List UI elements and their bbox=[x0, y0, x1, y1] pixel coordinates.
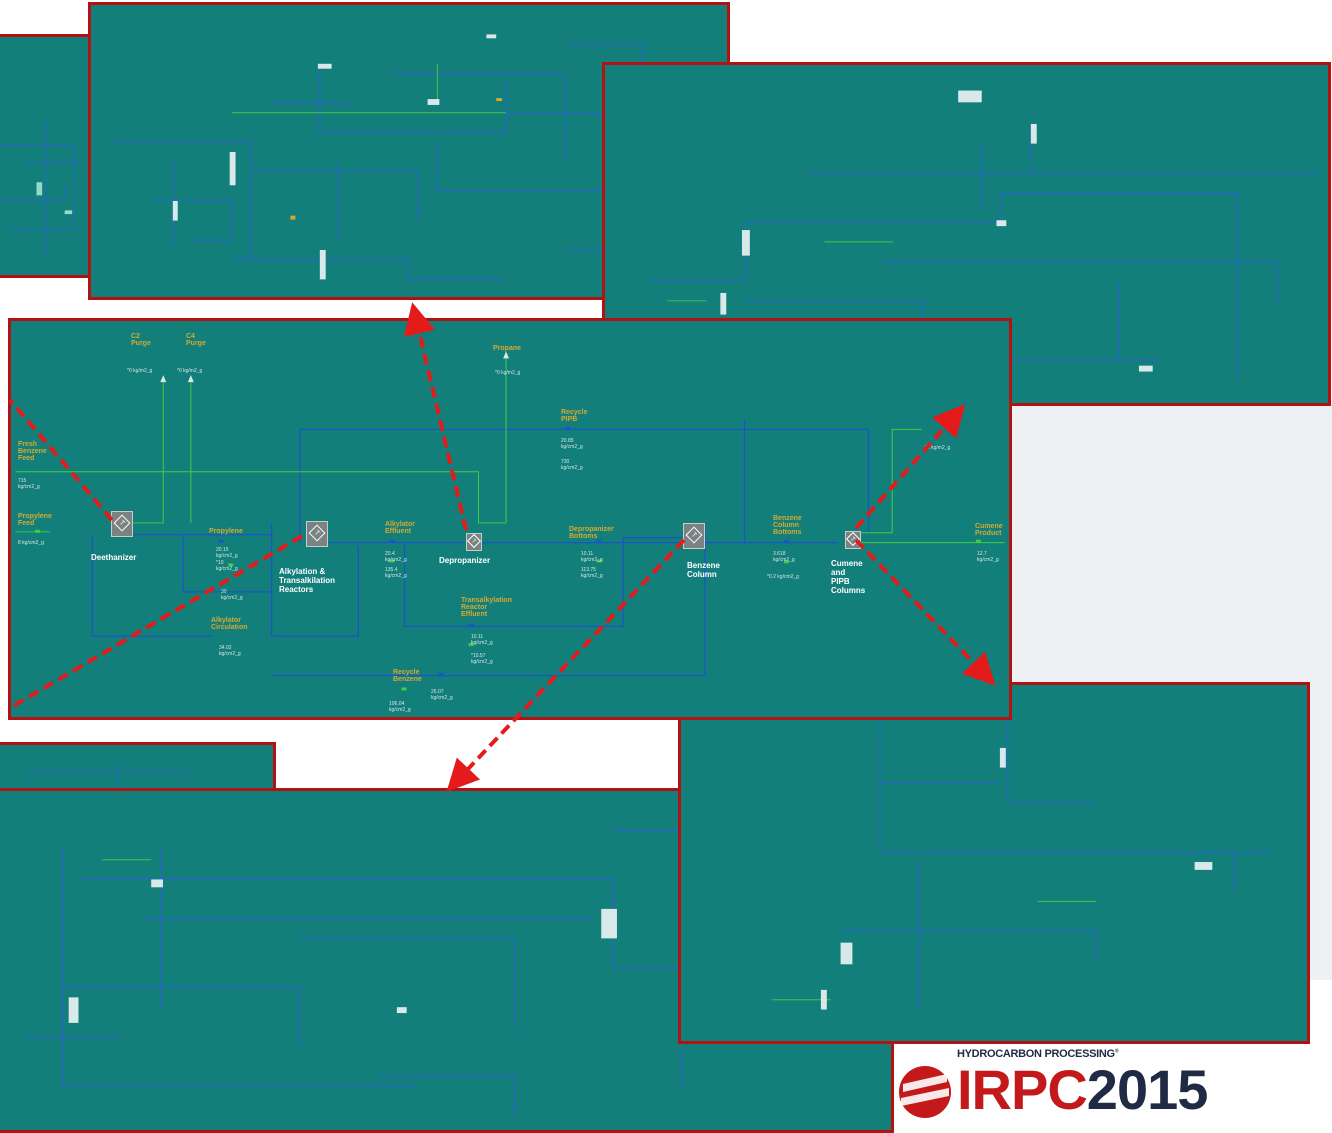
c2-flow-value: *0 kg/m2_g bbox=[127, 368, 152, 374]
propylene-value-3: 30 kg/cm2_g bbox=[221, 589, 243, 601]
recycle-benzene-label: Recycle Benzene bbox=[393, 669, 422, 683]
cumene-columns-label: Cumene and PIPB Columns bbox=[831, 559, 865, 595]
subflowsheet-pipb[interactable] bbox=[678, 682, 1310, 1044]
benzene-column-unit[interactable] bbox=[683, 523, 705, 549]
recycle-benzene-value-1: 26.07 kg/cm2_g bbox=[431, 689, 453, 701]
benzene-bottoms-value-2: *0.2 kg/cm2_g bbox=[767, 574, 799, 580]
propylene-value-1: 20.15 kg/cm2_g bbox=[216, 547, 238, 559]
depropanizer-label: Depropanizer bbox=[439, 556, 490, 565]
propylene-feed-label: Propylene Feed bbox=[18, 513, 52, 527]
depropanizer-bottoms-value-1: 10.11 kg/cm2_g bbox=[581, 551, 603, 563]
c4-purge-label: C4 Purge bbox=[186, 333, 206, 347]
irpc-2015-text: IRPC2015 bbox=[957, 1060, 1207, 1120]
recycle-benzene-value-2: 106.04 kg/cm2_g bbox=[389, 701, 411, 713]
alkylator-effluent-value-2: 135.4 kg/cm2_g bbox=[385, 567, 407, 579]
depropanizer-bottoms-value-2: 113.75 kg/cm2_g bbox=[581, 567, 603, 579]
propane-label: Propane bbox=[493, 345, 521, 352]
depropanizer-unit[interactable] bbox=[466, 533, 482, 551]
transalkylation-effluent-value-2: *10.57 kg/cm2_g bbox=[471, 653, 493, 665]
recycle-pipb-label: Recycle PIPB bbox=[561, 409, 587, 423]
fresh-benzene-flow-value: 715 kg/cm2_g bbox=[18, 478, 40, 490]
cumene-pipb-unit[interactable] bbox=[845, 531, 861, 549]
propylene-feed-flow-value: 8 kg/cm2_g bbox=[18, 540, 44, 546]
logo-emblem-icon bbox=[897, 1064, 953, 1120]
main-stream-lines bbox=[11, 321, 1009, 717]
pipb-detail bbox=[681, 685, 1307, 1041]
alkylator-circulation-value: 34.02 kg/cm2_g bbox=[219, 645, 241, 657]
transalkylation-effluent-value-1: 10.11 kg/cm2_g bbox=[471, 634, 493, 646]
propylene-label: Propylene bbox=[209, 528, 243, 535]
cumene-flow-value: 12.7 kg/cm2_g bbox=[977, 551, 999, 563]
cumene-product-label: Cumene Product bbox=[975, 523, 1003, 537]
alkylator-effluent-value-1: 20.4 kg/cm2_g bbox=[385, 551, 407, 563]
propane-flow-value: *0 kg/m2_g bbox=[495, 370, 520, 376]
c4-flow-value: *0 kg/m2_g bbox=[177, 368, 202, 374]
topleft-detail bbox=[0, 37, 89, 275]
fresh-benzene-label: Fresh Benzene Feed bbox=[18, 441, 47, 462]
recycle-pipb-value-2: 730 kg/cm2_g bbox=[561, 459, 583, 471]
deethanizer-label: Deethanizer bbox=[91, 553, 136, 562]
c2-purge-label: C2 Purge bbox=[131, 333, 151, 347]
benzene-bottoms-value-1: 3.618 kg/cm2_g bbox=[773, 551, 795, 563]
subflowsheet-topleft[interactable] bbox=[0, 34, 92, 278]
cumene-top-flow-value: *0 kg/m2_g bbox=[925, 445, 950, 451]
propylene-value-2: *10 kg/cm2_g bbox=[216, 560, 238, 572]
benzene-column-bottoms-label: Benzene Column Bottoms bbox=[773, 515, 802, 536]
overview-flowsheet[interactable]: Deethanizer Alkylation & Transalkilation… bbox=[8, 318, 1012, 720]
benzene-column-label: Benzene Column bbox=[687, 561, 720, 579]
recycle-pipb-value-1: 20.85 kg/cm2_g bbox=[561, 438, 583, 450]
depropanizer-bottoms-label: Depropanizer Bottoms bbox=[569, 526, 614, 540]
alkylator-circulation-label: Alkylator Circulation bbox=[211, 617, 248, 631]
alkylation-label: Alkylation & Transalkilation Reactors bbox=[279, 567, 335, 594]
deethanizer-unit[interactable] bbox=[111, 511, 133, 537]
alkylator-effluent-label: Alkylator Effluent bbox=[385, 521, 415, 535]
alkylation-reactor-unit[interactable] bbox=[306, 521, 328, 547]
irpc-logo: HYDROCARBON PROCESSING® IRPC2015 bbox=[895, 1040, 1332, 1133]
transalkylation-effluent-label: Transalkylation Reactor Effluent bbox=[461, 597, 512, 618]
